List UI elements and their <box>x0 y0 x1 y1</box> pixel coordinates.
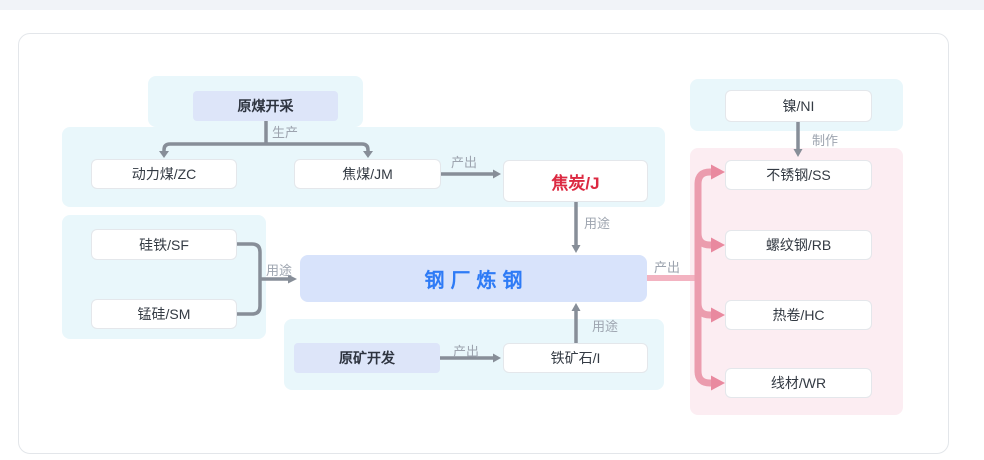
node-stainless-steel[interactable]: 不锈钢/SS <box>725 160 872 190</box>
node-coke[interactable]: 焦炭/J <box>503 160 648 202</box>
node-iron-ore[interactable]: 铁矿石/I <box>503 343 648 373</box>
node-thermal-coal[interactable]: 动力煤/ZC <box>91 159 237 189</box>
node-steel-mill[interactable]: 钢厂炼钢 <box>300 255 647 302</box>
node-hot-coil[interactable]: 热卷/HC <box>725 300 872 330</box>
node-raw-coal-mining[interactable]: 原煤开采 <box>193 91 338 121</box>
node-wire-rod[interactable]: 线材/WR <box>725 368 872 398</box>
edge-label-steel-output: 产出 <box>654 260 681 275</box>
edge-label-nickel-make: 制作 <box>812 133 839 148</box>
node-coking-coal[interactable]: 焦煤/JM <box>294 159 441 189</box>
node-rebar[interactable]: 螺纹钢/RB <box>725 230 872 260</box>
edge-label-produce: 生产 <box>272 125 299 140</box>
node-nickel[interactable]: 镍/NI <box>725 90 872 122</box>
node-silicon-manganese[interactable]: 锰硅/SM <box>91 299 237 329</box>
edge-label-ore-output: 产出 <box>453 344 480 359</box>
edge-label-ore-use: 用途 <box>592 319 619 334</box>
top-bar <box>0 0 984 10</box>
edge-label-coke-output: 产出 <box>451 155 478 170</box>
edge-label-coke-use: 用途 <box>584 216 611 231</box>
node-raw-ore-dev[interactable]: 原矿开发 <box>294 343 440 373</box>
edge-label-alloy-use: 用途 <box>266 263 293 278</box>
node-ferrosilicon[interactable]: 硅铁/SF <box>91 229 237 260</box>
